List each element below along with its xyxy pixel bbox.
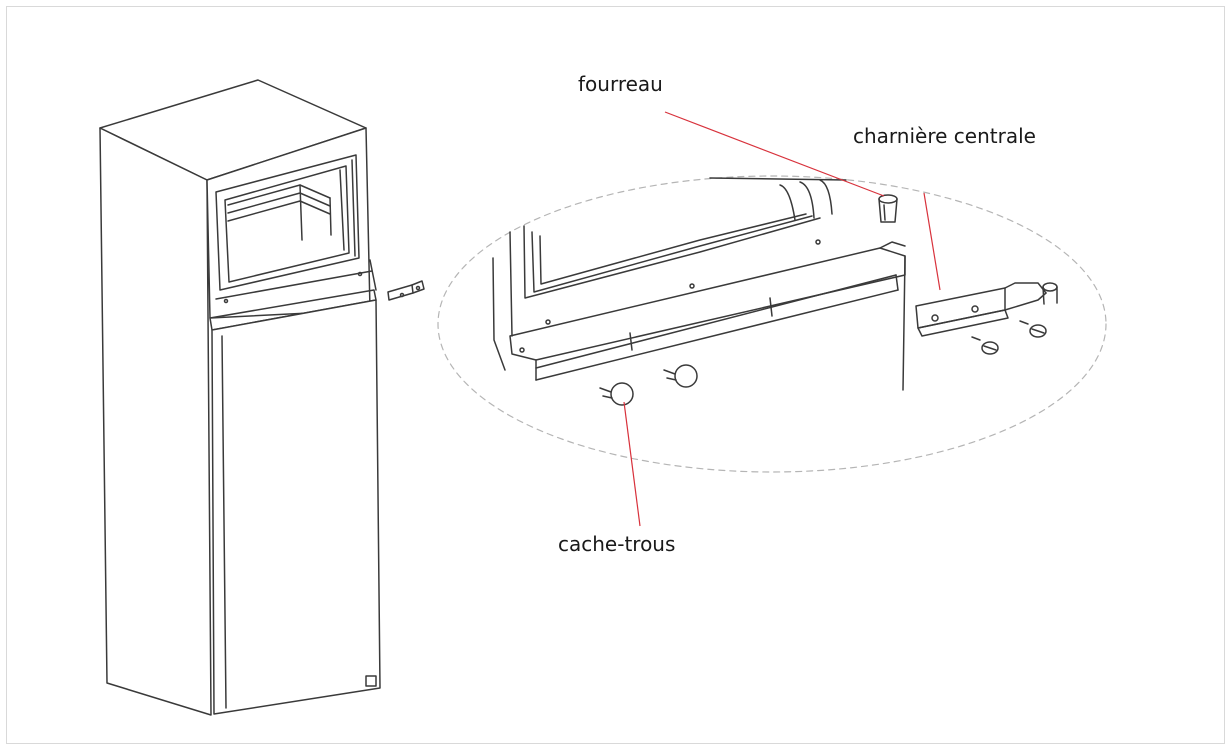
label-fourreau: fourreau <box>578 72 663 96</box>
fridge-icon <box>99 79 425 716</box>
door-detail <box>492 177 906 391</box>
label-cache-trous: cache-trous <box>558 532 676 556</box>
zoom-ellipse <box>437 175 1107 473</box>
leader-lines <box>623 111 941 527</box>
bushing-icon <box>878 194 898 223</box>
hinge-icon <box>915 282 1058 337</box>
label-charniere-centrale: charnière centrale <box>853 124 1036 148</box>
plug-icon <box>599 364 698 406</box>
screw-icon <box>971 320 1047 355</box>
